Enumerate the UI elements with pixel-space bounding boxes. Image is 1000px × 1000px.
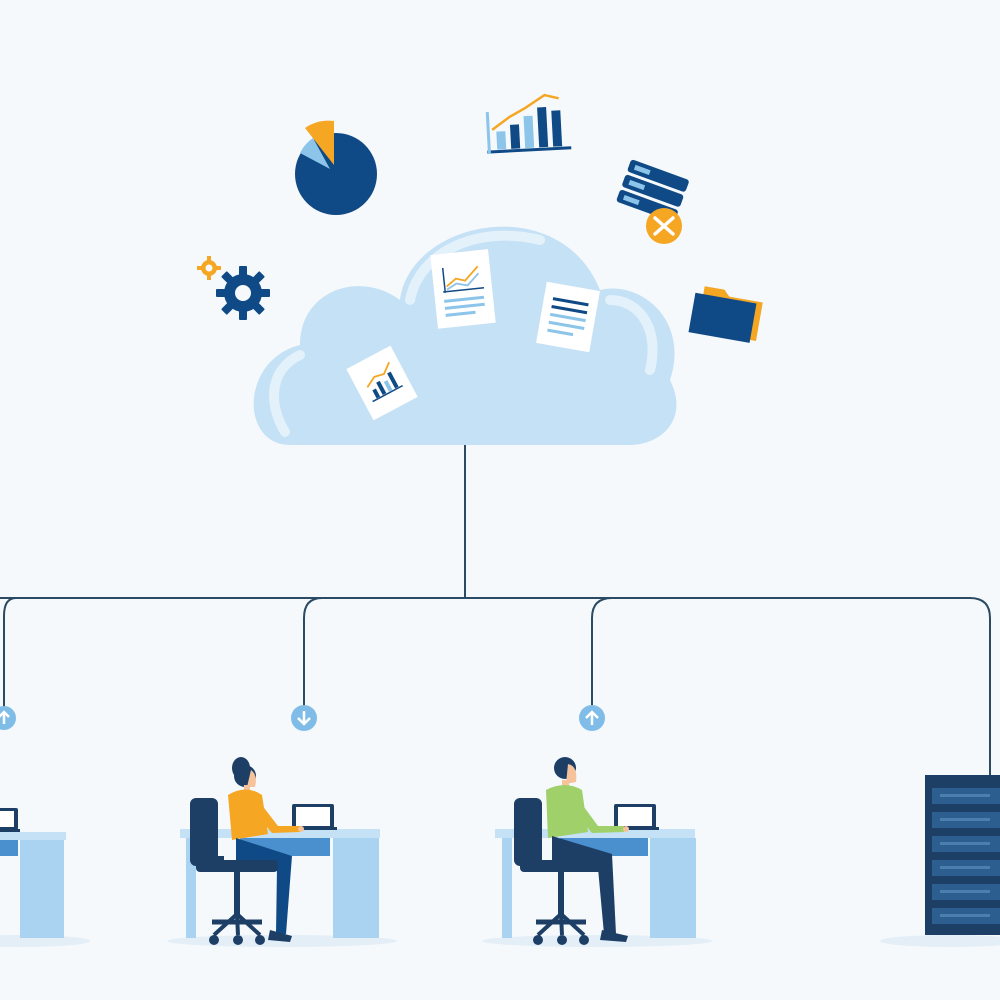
- upload-arrow-icon: [0, 706, 16, 730]
- desk-leg: [502, 838, 512, 938]
- office-chair: [514, 798, 602, 945]
- workstation-3: [495, 757, 696, 945]
- pie-chart-icon: [295, 120, 377, 215]
- download-arrow-icon: [291, 705, 317, 731]
- shoe: [268, 930, 292, 942]
- database-tools-icon: [616, 159, 689, 244]
- document-icon: [536, 281, 600, 353]
- desk-cabinet: [333, 838, 379, 938]
- branch-line-desk-1: [3, 597, 17, 708]
- face: [247, 770, 256, 787]
- desk-top: [495, 829, 695, 838]
- horizontal-bus-line: [0, 597, 991, 775]
- laptop-icon: [607, 804, 659, 830]
- face: [566, 764, 577, 784]
- document-icon: [346, 345, 418, 421]
- arm: [252, 800, 300, 833]
- upload-arrow-icon: [579, 705, 605, 731]
- floor-shadows: [0, 935, 1000, 947]
- bar-chart-icon: [485, 93, 572, 155]
- workstation-1: [0, 808, 66, 938]
- arm: [570, 796, 624, 833]
- gear-icon: [197, 256, 270, 320]
- workstation-2: [180, 757, 380, 945]
- laptop-icon: [285, 804, 337, 830]
- desk-leg: [186, 838, 196, 938]
- office-chair: [190, 798, 278, 945]
- shoe: [600, 930, 628, 942]
- desk-cabinet: [650, 838, 696, 938]
- document-icon: [430, 249, 496, 329]
- connection-lines: [0, 440, 991, 775]
- desk-top: [180, 829, 380, 838]
- laptop-icon: [0, 808, 20, 832]
- branch-line-desk-2: [303, 597, 323, 708]
- server-rack-icon: [925, 775, 1000, 935]
- folder-icon: [688, 286, 763, 343]
- branch-line-desk-3: [591, 597, 613, 708]
